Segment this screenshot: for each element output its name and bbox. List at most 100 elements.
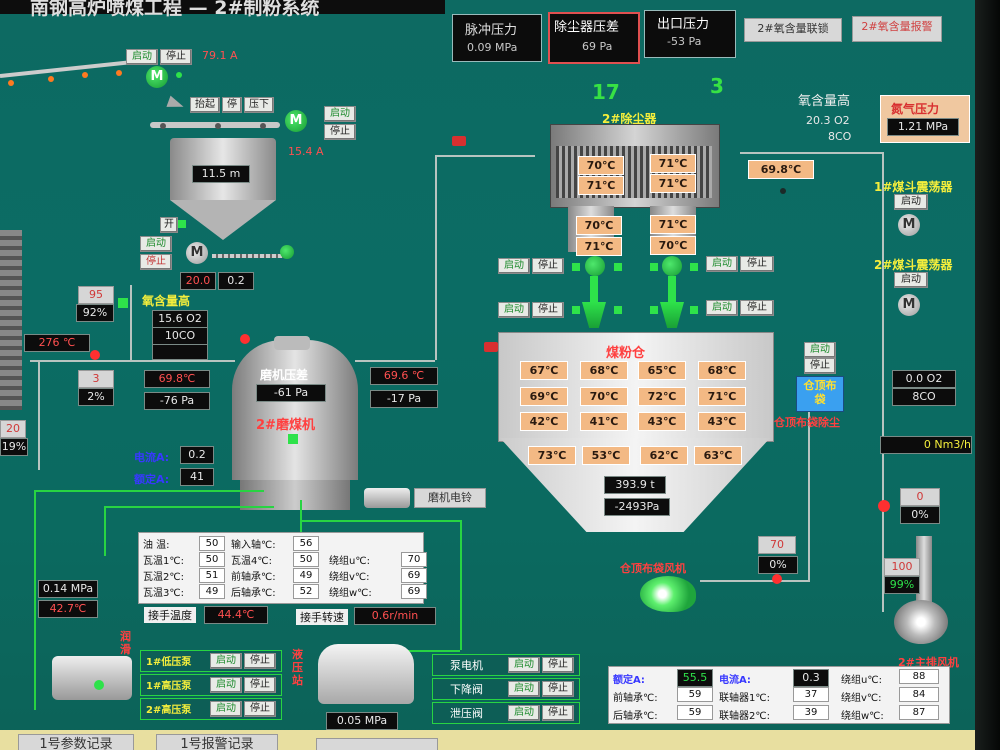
rv3-stop-button[interactable]: 停止 [532, 302, 564, 318]
rotary-valve-2-icon[interactable] [662, 256, 682, 276]
valve-name: 泵电机 [450, 659, 483, 672]
main-fan-row-label: 后轴承℃: [613, 711, 658, 722]
feeder-current-1: 79.1 A [202, 49, 238, 62]
footer-button-3[interactable] [316, 738, 438, 750]
mill-status [288, 434, 298, 444]
press-button[interactable]: 压下 [244, 97, 274, 113]
rotary-valve-1-icon[interactable] [585, 256, 605, 276]
bin-temp-cell: 43℃ [638, 412, 686, 431]
red-valve-icon[interactable] [452, 136, 466, 146]
rv2-stop-button[interactable]: 停止 [740, 256, 774, 272]
red-valve-icon[interactable] [878, 500, 890, 512]
pump-start-button[interactable]: 启动 [210, 653, 242, 669]
rv4-start-button[interactable]: 启动 [706, 300, 738, 316]
vibrator-2-motor-icon[interactable]: M [898, 294, 920, 316]
main-fan-row-label: 联轴器2℃: [719, 711, 770, 722]
dc-lower-temp-3: 71℃ [576, 237, 622, 256]
footer-bar [0, 730, 975, 750]
vibrator-1-motor-icon[interactable]: M [898, 214, 920, 236]
feeder-start-button[interactable]: 启动 [126, 49, 158, 65]
rv3-start-button[interactable]: 启动 [498, 302, 530, 318]
red-valve-icon[interactable] [90, 350, 100, 360]
status-square [650, 306, 658, 314]
lube-row-value: 70 [401, 552, 427, 567]
rv4-stop-button[interactable]: 停止 [740, 300, 774, 316]
rv2-start-button[interactable]: 启动 [706, 256, 738, 272]
bag-filter-start-button[interactable]: 启动 [804, 342, 836, 358]
red-valve-icon[interactable] [772, 574, 782, 584]
dust-collector-label: 2#除尘器 [602, 112, 657, 126]
pump-start-button[interactable]: 启动 [210, 701, 242, 717]
vibrator-2-start-button[interactable]: 启动 [894, 272, 928, 288]
feeder-motor-2-icon[interactable]: M [285, 110, 307, 132]
lube-row-label: 瓦温4℃: [231, 556, 272, 567]
gate-open-button[interactable]: 开 [160, 217, 178, 233]
left-valve-icon[interactable] [118, 298, 128, 308]
main-fan-row-value: 59 [677, 705, 713, 720]
screw-feeder [212, 254, 288, 258]
pipe [30, 360, 235, 362]
alarm-record-button[interactable]: 1号报警记录 [156, 734, 278, 750]
coal-hopper-cone [170, 200, 276, 240]
oxygen-alarm-button[interactable]: 2#氧含量报警 [852, 16, 942, 42]
valve-stop-button[interactable]: 停止 [542, 657, 574, 673]
dc-lower-temp-4: 70℃ [650, 236, 696, 255]
lube-line [300, 500, 302, 532]
conveyor-roller [82, 72, 88, 78]
mill-out-press: -17 Pa [370, 390, 438, 408]
bearing-temp-label: 接手温度 [144, 607, 196, 623]
bag-filter-stop-button[interactable]: 停止 [804, 358, 836, 374]
pump-stop-button[interactable]: 停止 [244, 701, 276, 717]
bag-filter-icon[interactable]: 仓顶布袋 [796, 376, 844, 412]
valve-start-button[interactable]: 启动 [508, 681, 540, 697]
lube-line [460, 520, 462, 650]
pump-stop-button[interactable]: 停止 [244, 653, 276, 669]
rv1-start-button[interactable]: 启动 [498, 258, 530, 274]
vibrator-2-label: 2#煤斗震荡器 [874, 258, 953, 272]
right-oxygen-label: 氧含量高 [798, 94, 851, 109]
pipe [700, 580, 810, 582]
valve-start-button[interactable]: 启动 [508, 705, 540, 721]
dc-temp-4: 71℃ [650, 174, 696, 193]
feeder3-stop-button[interactable]: 停止 [140, 254, 172, 270]
valve-start-button[interactable]: 启动 [508, 657, 540, 673]
rv1-stop-button[interactable]: 停止 [532, 258, 564, 274]
lift-button[interactable]: 抬起 [190, 97, 220, 113]
main-fan-icon[interactable] [894, 600, 948, 644]
pump-name: 1#高压泵 [146, 681, 192, 692]
cone-temp-cell: 62℃ [640, 446, 688, 465]
main-fan-row-value: 59 [677, 687, 713, 702]
valve-stop-button[interactable]: 停止 [542, 681, 574, 697]
feeder-motor-1-icon[interactable]: M [146, 66, 168, 88]
param-record-button[interactable]: 1号参数记录 [18, 734, 134, 750]
feeder3-start-button[interactable]: 启动 [140, 236, 172, 252]
red-valve-icon[interactable] [240, 334, 250, 344]
valve-stop-button[interactable]: 停止 [542, 705, 574, 721]
bin-temp-cell: 69℃ [520, 387, 568, 406]
vibrator-1-start-button[interactable]: 启动 [894, 194, 928, 210]
bin-temp-cell: 70℃ [580, 387, 628, 406]
red-valve-icon[interactable] [484, 342, 498, 352]
lube-pressure: 0.14 MPa [38, 580, 98, 598]
feeder2-stop-button[interactable]: 停止 [324, 124, 356, 140]
screw-motor-icon[interactable] [280, 245, 294, 259]
lube-row-value: 56 [293, 536, 319, 551]
bin-fan-icon[interactable] [640, 576, 696, 612]
stop-small-button[interactable]: 停 [222, 97, 242, 113]
oxygen-lock-button[interactable]: 2#氧含量联锁 [744, 18, 842, 42]
lube-pump-icon [52, 656, 132, 700]
pulse-pressure-label: 脉冲压力 [465, 23, 518, 38]
page-title: 南钢高炉喷煤工程 — 2#制粉系统 [30, 0, 320, 19]
feeder-motor-3-icon[interactable]: M [186, 242, 208, 264]
pump-start-button[interactable]: 启动 [210, 677, 242, 693]
pump-stop-button[interactable]: 停止 [244, 677, 276, 693]
lube-row-label: 瓦温2℃: [143, 572, 184, 583]
feeder2-start-button[interactable]: 启动 [324, 106, 356, 122]
mill-bell-button[interactable]: 磨机电铃 [414, 488, 486, 508]
mill-current-label: 电流A: [134, 451, 170, 464]
speed-label: 接手转速 [296, 609, 348, 625]
outlet-pressure-box: 出口压力 -53 Pa [644, 10, 736, 58]
outlet-pressure-value: -53 Pa [667, 35, 702, 48]
feeder-stop-button[interactable]: 停止 [160, 49, 192, 65]
mill-dp-value: -61 Pa [256, 384, 326, 402]
